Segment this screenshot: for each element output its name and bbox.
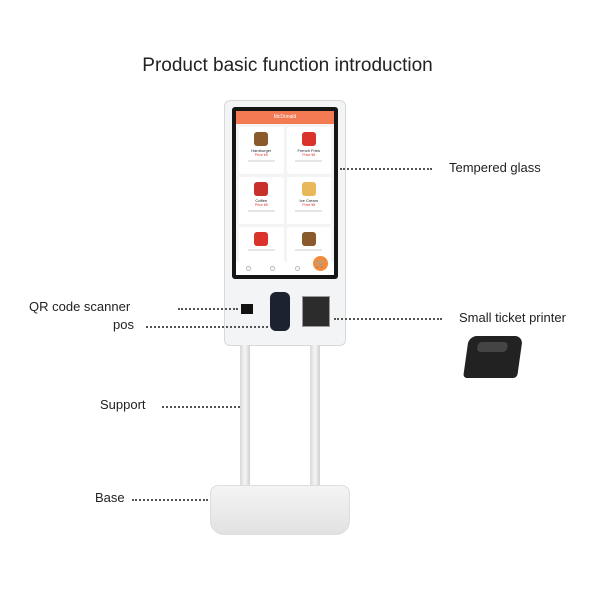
add-bar [295, 249, 323, 251]
add-bar [247, 249, 275, 251]
food-icon [301, 132, 316, 146]
label-ticket-printer: Small ticket printer [459, 310, 566, 325]
leader-line [162, 406, 240, 408]
item-name: Hamburger [251, 148, 272, 153]
item-price: Price ¥8 [302, 203, 316, 207]
label-tempered-glass: Tempered glass [449, 160, 541, 175]
leader-line [340, 168, 432, 170]
item-name: Coffee [255, 198, 268, 203]
ticket-printer-slot [302, 296, 330, 327]
qr-scanner [241, 304, 253, 314]
kiosk-base [210, 485, 350, 535]
label-base: Base [95, 490, 125, 505]
support-pole-right [310, 345, 320, 493]
home-icon [245, 266, 251, 271]
add-bar [247, 210, 275, 212]
add-bar [295, 160, 323, 162]
food-icon [301, 232, 316, 246]
leader-line [132, 499, 208, 501]
item-name: French Fries [297, 148, 320, 153]
leader-line [146, 326, 268, 328]
cart-icon: 🛒 [313, 256, 328, 271]
support-pole-left [240, 345, 250, 493]
page-title: Product basic function introduction [142, 55, 433, 76]
food-icon [254, 132, 269, 146]
leader-line [178, 308, 238, 310]
calendar-icon [294, 266, 300, 271]
pos-terminal [270, 292, 290, 331]
item-name: Ice Cream [299, 198, 318, 203]
item-price: Price ¥8 [254, 203, 268, 207]
add-bar [247, 160, 275, 162]
food-icon [301, 182, 316, 196]
food-icon [254, 232, 269, 246]
add-bar [295, 210, 323, 212]
label-qr-scanner: QR code scanner [29, 299, 131, 314]
app-header: McDonald [236, 111, 334, 124]
food-icon [254, 182, 269, 196]
label-pos: pos [113, 317, 134, 332]
compass-icon [270, 266, 276, 271]
label-support: Support [100, 397, 146, 412]
item-price: Price ¥8 [254, 153, 268, 157]
leader-line [334, 318, 442, 320]
item-price: Price ¥8 [302, 153, 316, 157]
printer-photo [463, 336, 523, 378]
